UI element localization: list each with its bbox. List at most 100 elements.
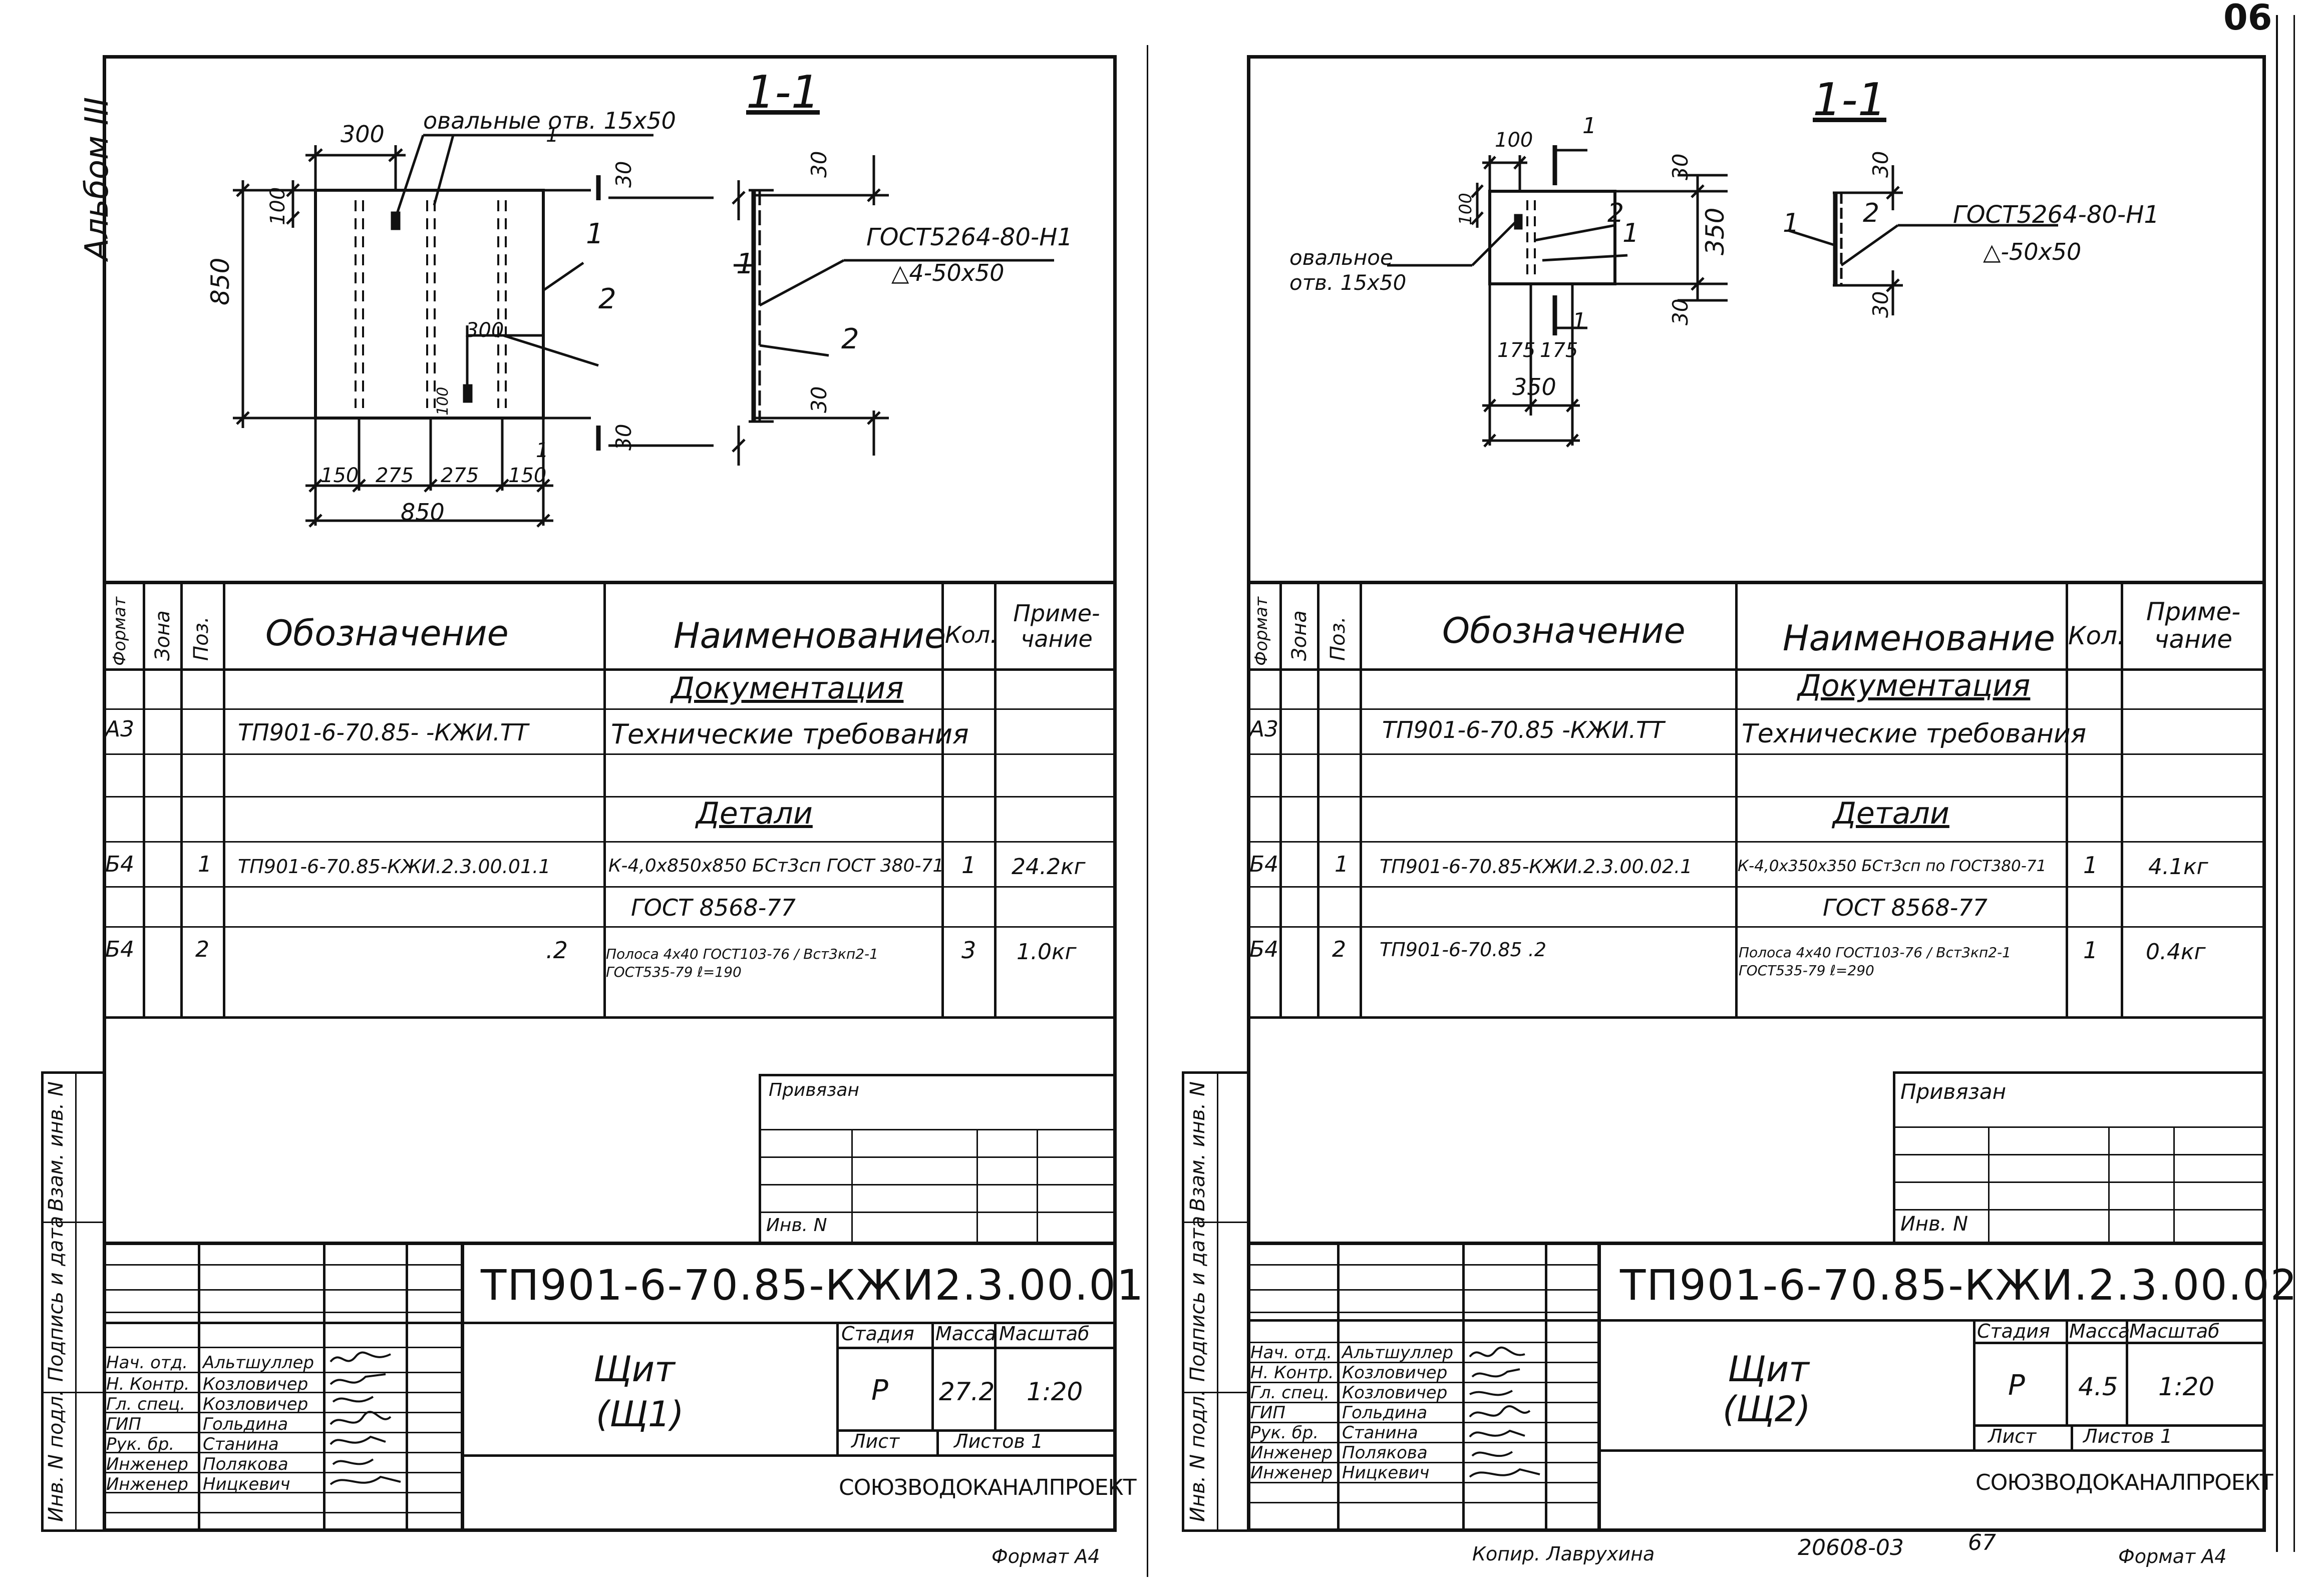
linked-row-line <box>759 1184 1117 1185</box>
spec-row-line <box>1247 753 2266 755</box>
side-stamp-vzam-inv: Взам. инв. N <box>45 1081 68 1212</box>
spec-row-line <box>103 753 1117 755</box>
spec-col-line <box>603 581 606 1016</box>
sheet-1-drawing <box>103 55 1117 581</box>
linked-col-line <box>851 1129 853 1242</box>
spec-row-name: К-4,0x350x350 БСт3сп по ГОСТ380-71 <box>1738 857 2047 875</box>
side-stamp-divider <box>75 1071 77 1532</box>
person-role: Нач. отд. <box>1250 1343 1333 1363</box>
tb-col-line <box>1545 1242 1547 1532</box>
tb-right-line <box>461 1454 1117 1457</box>
dim-100-top: 100 <box>1495 129 1533 152</box>
linked-col-line <box>2108 1126 2110 1242</box>
linked-row-line <box>1893 1126 2266 1128</box>
spec-row-designation: .2 <box>546 937 568 964</box>
person-name: Полякова <box>203 1454 288 1474</box>
spec-header-pos: Поз. <box>190 616 213 661</box>
tb-col-line <box>323 1242 325 1532</box>
spec-row-qty: 1 <box>961 852 976 879</box>
spec-header-qty: Кол. <box>2068 621 2125 650</box>
spec-row-line <box>1247 796 2266 797</box>
spec-col-line <box>1279 581 1282 1016</box>
spec-header-zone: Зона <box>151 610 174 661</box>
drawing-code: ТП901-6-70.85-КЖИ2.3.00.01 <box>481 1261 1145 1310</box>
person-role: Гл. спец. <box>106 1394 186 1414</box>
spec-row-line <box>103 841 1117 843</box>
organization-name: СОЮЗВОДОКАНАЛПРОЕКТ <box>1975 1470 2273 1495</box>
scale-label: Масштаб <box>2129 1320 2220 1342</box>
spec-header-note: Приме-чание <box>1013 600 1100 652</box>
linked-row-line <box>1893 1154 2266 1155</box>
scale-value: 1:20 <box>1027 1377 1083 1406</box>
spec-col-line <box>2121 581 2123 1016</box>
tb-left-line <box>103 1312 461 1313</box>
spec-header-designation: Обозначение <box>1442 610 1686 651</box>
tb-right-line <box>1973 1342 2266 1344</box>
spec-row-line <box>103 886 1117 888</box>
scale-value: 1:20 <box>2158 1372 2215 1401</box>
section-part-2-marker: 2 <box>841 323 859 355</box>
tb-mid-line <box>103 1322 1117 1324</box>
tb-right-line <box>836 1347 1117 1349</box>
tb-col-line <box>1973 1319 1975 1449</box>
tb-left-line <box>1247 1482 1597 1483</box>
spec-row-format: А3 <box>105 716 135 742</box>
tb-col-line <box>461 1242 464 1532</box>
dim-100-left: 100 <box>266 187 289 225</box>
linked-row-line <box>759 1129 1117 1130</box>
tb-col-line <box>198 1242 200 1532</box>
tb-left-line <box>103 1412 461 1413</box>
organization-name: СОЮЗВОДОКАНАЛПРОЕКТ <box>839 1475 1137 1500</box>
spec-section-docs: Документация <box>671 671 904 706</box>
tb-col-line <box>936 1429 939 1454</box>
sheets-count-label: Листов 1 <box>954 1430 1044 1452</box>
spec-row-line <box>1247 926 2266 928</box>
spec-header-note: Приме-чание <box>2146 597 2241 654</box>
tb-left-line <box>1247 1312 1597 1313</box>
tb-left-line <box>103 1264 461 1266</box>
spec-row-line <box>103 708 1117 710</box>
dim-30-right-top: 30 <box>1868 151 1893 178</box>
spec-row-format: Б4 <box>1249 852 1279 877</box>
spec-header-line <box>103 668 1117 671</box>
gost-weld-label: ГОСТ5264-80-Н1 <box>1953 201 2159 229</box>
spec-row-name: Полоса 4x40 ГОСТ103-76 / Вст3кп2-1 ГОСТ5… <box>606 946 878 981</box>
sheet-2-right-edge <box>2293 15 2295 1552</box>
dim-300-mid: 300 <box>466 319 504 342</box>
person-name: Козловичер <box>203 1374 308 1394</box>
tb-right-line <box>836 1429 1117 1432</box>
spec-header-line <box>1247 668 2266 671</box>
spec-row-format: Б4 <box>105 852 135 877</box>
tb-left-line <box>1247 1502 1597 1503</box>
linked-col-line <box>1037 1129 1038 1242</box>
linked-label: Привязан <box>1900 1079 2007 1104</box>
part-1-marker: 1 <box>586 218 604 250</box>
spec-row-note: 4.1кг <box>2148 854 2208 880</box>
side-stamp-divider <box>1182 1222 1247 1223</box>
spec-col-line <box>2066 581 2068 1016</box>
dim-30-right-top: 30 <box>611 161 636 188</box>
sheet-label: Лист <box>1988 1425 2037 1447</box>
spec-col-line <box>223 581 225 1016</box>
spec-row-line <box>1247 708 2266 710</box>
spec-header-qty: Кол. <box>945 621 998 648</box>
side-stamp-divider <box>41 1222 103 1223</box>
title-block-top <box>103 1242 1117 1245</box>
sheets-count-label: Листов 1 <box>2083 1425 2173 1447</box>
tb-col-line <box>406 1242 408 1532</box>
side-stamp-divider <box>1182 1392 1247 1393</box>
sheet-2-drawing <box>1247 55 2266 581</box>
drawing-name-line2: (Щ1) <box>596 1394 684 1435</box>
person-role: Инженер <box>106 1454 188 1474</box>
sheet-1-frame <box>103 55 1117 1532</box>
spec-col-line <box>180 581 183 1016</box>
dim-300-top: 300 <box>341 121 385 148</box>
spec-row-designation: ТП901-6-70.85- -КЖИ.ТТ <box>238 719 528 746</box>
part-2-marker: 2 <box>1607 198 1624 228</box>
section-mark-bottom: 1 <box>536 439 549 462</box>
spec-col-line <box>994 581 997 1016</box>
person-name: Козловичер <box>203 1394 308 1414</box>
spec-row-name: Технические требования <box>1742 719 2087 749</box>
linked-col-line <box>1988 1126 1990 1242</box>
tb-left-line <box>1247 1462 1597 1463</box>
